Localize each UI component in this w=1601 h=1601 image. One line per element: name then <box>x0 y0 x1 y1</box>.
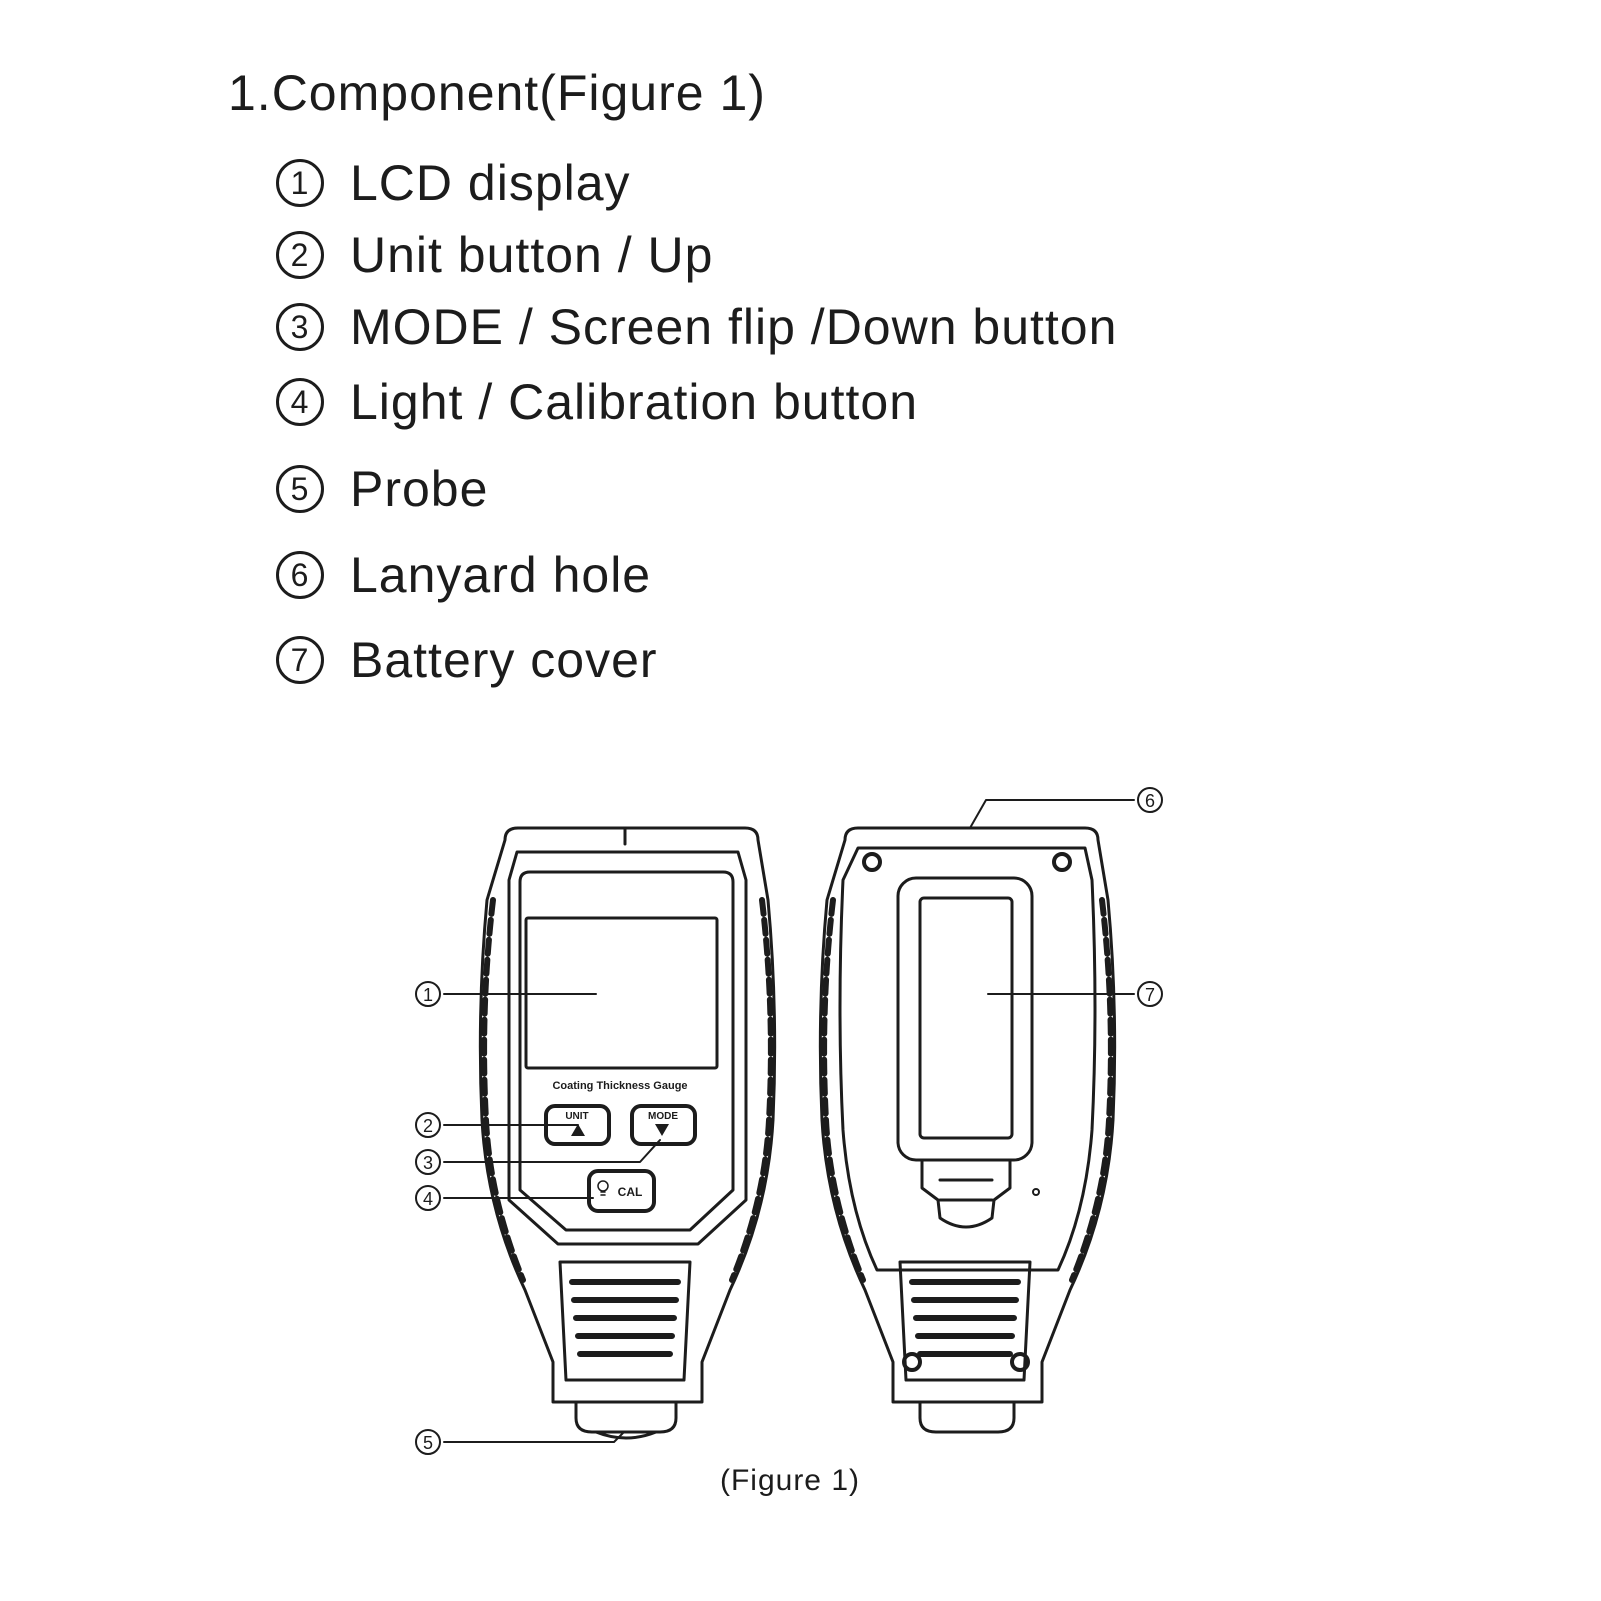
item-number: 4 <box>276 378 324 426</box>
item-label: Light / Calibration button <box>350 374 919 430</box>
front-probe <box>574 1400 678 1434</box>
item-number: 1 <box>276 159 324 207</box>
item-label: Probe <box>350 461 489 517</box>
back-vent-lines <box>909 1279 1021 1357</box>
callout-number: 7 <box>1145 985 1155 1005</box>
component-item-unit-button: 2 Unit button / Up <box>276 230 713 280</box>
item-label: Unit button / Up <box>350 227 714 283</box>
callout-circle <box>415 1185 441 1211</box>
cal-button-label: CAL <box>618 1185 643 1199</box>
screw-icon <box>1052 852 1072 872</box>
callout-markers <box>415 787 1163 1455</box>
callout-number: 2 <box>423 1116 433 1136</box>
item-label: MODE / Screen flip /Down button <box>350 299 1118 355</box>
battery-cover-latch <box>920 1158 1012 1229</box>
back-side-ridge-right <box>1069 897 1114 1283</box>
lanyard-dot <box>1032 1188 1040 1196</box>
callout-leaders <box>443 799 1135 1443</box>
light-cal-button[interactable] <box>587 1169 656 1213</box>
component-item-mode-button: 3 MODE / Screen flip /Down button <box>276 302 1117 352</box>
back-probe <box>918 1400 1016 1434</box>
item-number: 6 <box>276 551 324 599</box>
item-label: LCD display <box>350 155 631 211</box>
bulb-icon <box>597 1180 609 1196</box>
battery-cover-inner <box>918 896 1014 1140</box>
section-heading: 1.Component(Figure 1) <box>228 65 766 121</box>
callout-circle <box>415 1429 441 1455</box>
front-side-ridge-left <box>481 897 526 1283</box>
front-grip-frame <box>558 1260 692 1382</box>
back-device <box>818 826 1117 1434</box>
front-device <box>478 826 777 1440</box>
callout-number: 4 <box>423 1189 433 1209</box>
mode-down-button[interactable] <box>630 1104 697 1146</box>
item-label: Battery cover <box>350 632 658 688</box>
component-item-lcd-display: 1 LCD display <box>276 158 631 208</box>
component-item-light-button: 4 Light / Calibration button <box>276 377 918 427</box>
front-probe-tip <box>594 1430 658 1440</box>
front-body-outline <box>478 826 777 1404</box>
back-body-outline <box>818 826 1117 1404</box>
callout-number: 1 <box>423 985 433 1005</box>
front-side-ridge-right <box>729 897 774 1283</box>
screw-icon <box>1010 1352 1030 1372</box>
callout-number: 3 <box>423 1153 433 1173</box>
unit-button-label: UNIT <box>565 1111 588 1122</box>
item-label: Lanyard hole <box>350 547 652 603</box>
battery-latch-detail <box>938 1178 994 1202</box>
back-grip-frame <box>898 1260 1032 1382</box>
component-item-probe: 5 Probe <box>276 464 488 514</box>
battery-cover <box>896 876 1034 1162</box>
callout-number: 6 <box>1145 791 1155 811</box>
callout-circle <box>1137 981 1163 1007</box>
callout-circle <box>415 1112 441 1138</box>
item-number: 5 <box>276 465 324 513</box>
item-number: 2 <box>276 231 324 279</box>
callout-circle <box>1137 787 1163 813</box>
back-side-ridge-left <box>821 897 866 1283</box>
front-vent-lines <box>569 1279 681 1357</box>
down-arrow-icon <box>655 1124 669 1136</box>
callout-circle <box>415 1149 441 1175</box>
item-number: 3 <box>276 303 324 351</box>
item-number: 7 <box>276 636 324 684</box>
component-item-lanyard-hole: 6 Lanyard hole <box>276 550 651 600</box>
callout-number: 5 <box>423 1433 433 1453</box>
component-item-battery-cover: 7 Battery cover <box>276 635 658 685</box>
front-face-panel <box>518 870 735 1232</box>
mode-button-label: MODE <box>648 1111 678 1122</box>
device-brand-label: Coating Thickness Gauge <box>552 1080 687 1092</box>
figure-caption: (Figure 1) <box>720 1464 860 1497</box>
up-arrow-icon <box>571 1124 585 1136</box>
screw-icon <box>862 852 882 872</box>
back-inner-outline <box>838 846 1097 1272</box>
callout-circle <box>415 981 441 1007</box>
front-inner-bezel <box>507 850 748 1246</box>
